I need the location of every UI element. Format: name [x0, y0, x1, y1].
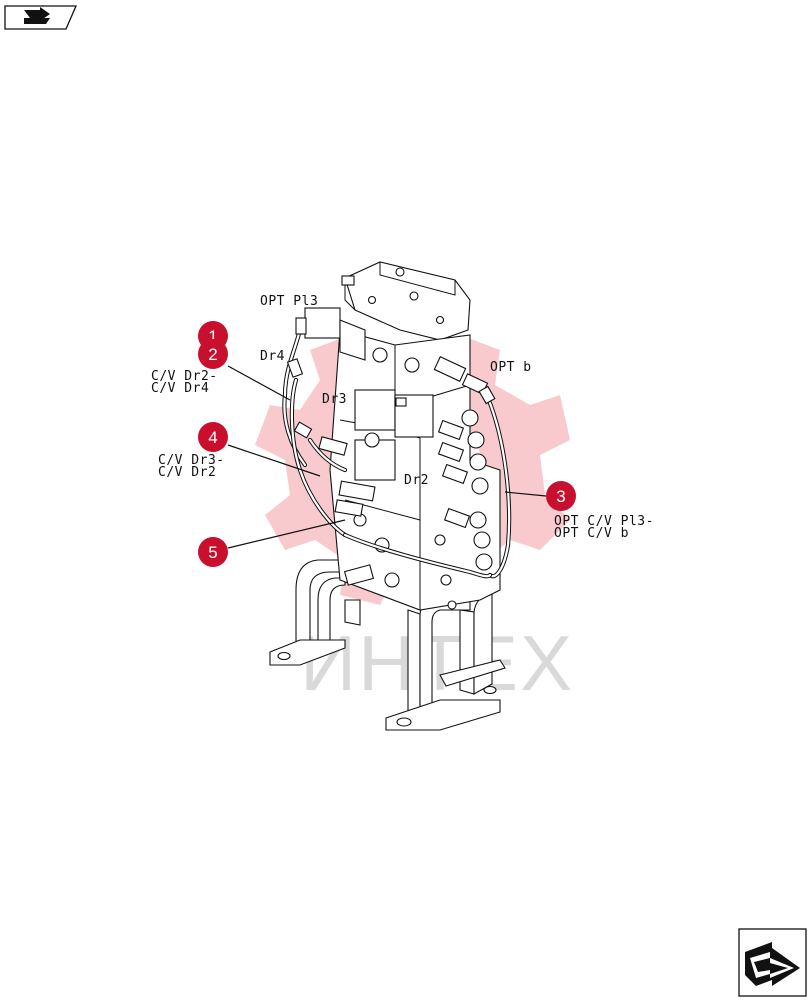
label-opt-b: OPT b	[490, 360, 532, 375]
control-valve-block	[304, 261, 501, 611]
label-opt-cv-line1: OPT C/V Pl3-	[554, 514, 654, 529]
callout-2[interactable]: 2	[198, 339, 228, 369]
hoses	[282, 317, 512, 579]
watermark-text: ИНТЕХ	[300, 619, 574, 707]
callout-3[interactable]: 3	[546, 481, 576, 511]
callout-1-number: 1	[208, 327, 217, 346]
callout-4[interactable]: 4	[198, 422, 228, 452]
callout-5-number: 5	[208, 543, 217, 562]
callout-3-number: 3	[556, 487, 565, 506]
callout-2-number: 2	[208, 345, 217, 364]
label-opt-cv-line2: OPT C/V b	[554, 526, 629, 541]
callout-4-number: 4	[208, 428, 217, 447]
label-cv-dr2-line1: C/V Dr2-	[151, 369, 218, 384]
label-dr2: Dr2	[404, 473, 429, 488]
label-cv-dr3-line2: C/V Dr2	[158, 465, 216, 480]
label-dr3: Dr3	[322, 392, 347, 407]
next-page-arrow-icon[interactable]	[738, 928, 807, 997]
label-opt-pi3: OPT Pl3	[260, 294, 318, 309]
label-cv-dr3-line1: C/V Dr3-	[158, 453, 225, 468]
label-dr4: Dr4	[260, 349, 285, 364]
arrow-to-folder-icon[interactable]	[4, 5, 77, 30]
stand-frame	[269, 559, 506, 731]
callout-5[interactable]: 5	[198, 537, 228, 567]
label-cv-dr2-line2: C/V Dr4	[151, 381, 209, 396]
leader-lines	[227, 365, 547, 549]
